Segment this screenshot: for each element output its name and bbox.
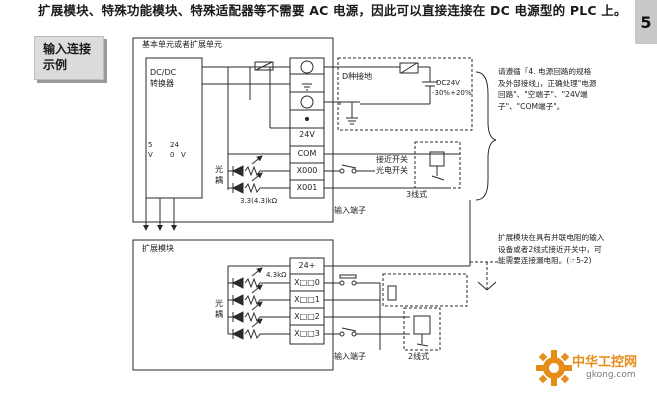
ext-module-label: 扩展模块 — [142, 244, 174, 253]
d-ground-label: D种接地 — [342, 72, 373, 81]
dc24v-label: DC24V — [436, 79, 460, 87]
proximity-switch-label: 接近开关 — [376, 155, 408, 164]
terminal-x-3: X□□3 — [294, 329, 320, 338]
input-terminal-top-label: 输入端子 — [334, 206, 366, 215]
page-number-tab: 5 — [635, 0, 657, 44]
ext-module-note: 扩展模块在具有并联电阻的输入设备或者2线式接近开关中，可能需要连接漏电阻。(☞5… — [498, 233, 605, 265]
rail-5v-label: 5 V — [148, 141, 153, 159]
gear-icon — [536, 350, 572, 386]
terminal-x-1: X□□1 — [294, 295, 320, 304]
photo-switch-label: 光电开关 — [376, 166, 408, 175]
main-unit-frame — [132, 37, 334, 223]
watermark-logo: 中华工控网 gkong.com — [534, 348, 654, 394]
dc24v-tolerance-label: -30%+20% — [432, 89, 472, 97]
terminal-x-2: X□□2 — [294, 312, 320, 321]
terminal-strip-bottom — [289, 257, 325, 345]
rail-24-label: 24 0 — [170, 141, 179, 159]
example-title-line1: 输入连接 — [43, 42, 92, 56]
converter-line1: DC/DC — [150, 68, 177, 77]
optocoupler-top-label: 光 耦 — [215, 165, 223, 185]
logo-url: gkong.com — [586, 370, 636, 380]
logo-text: 中华工控网 — [572, 355, 638, 370]
resistor-top-label: 3.3(4.3)kΩ — [240, 197, 278, 205]
optocoupler-bottom-label: 光 耦 — [215, 299, 223, 319]
ext-module-frame — [132, 239, 334, 371]
two-wire-label: 2线式 — [408, 352, 430, 361]
terminal-x000: X000 — [296, 166, 318, 175]
terminal-com: COM — [297, 149, 317, 158]
terminal-x001: X001 — [296, 183, 318, 192]
resistor-bottom-label: 4.3kΩ — [266, 271, 287, 279]
input-terminal-bottom-label: 输入端子 — [334, 352, 366, 361]
main-unit-label: 基本单元或者扩展单元 — [142, 40, 222, 49]
example-title-box: 输入连接 示例 — [34, 36, 104, 80]
side-note: 请遵循「4. 电源回路的规格及外部接线」，正确处理"电源回路"、"空端子"、"2… — [498, 67, 597, 111]
intro-text: 扩展模块、特殊功能模块、特殊适配器等不需要 AC 电源，因此可以直接连接在 DC… — [38, 3, 627, 18]
rail-0v-label: V — [181, 151, 186, 159]
converter-line2: 转换器 — [150, 79, 174, 88]
three-wire-label: 3线式 — [406, 190, 428, 199]
terminal-24plus: 24+ — [298, 261, 316, 270]
terminal-x-0: X□□0 — [294, 278, 320, 287]
terminal-24v: 24V — [299, 130, 315, 139]
example-title-line2: 示例 — [43, 58, 68, 72]
